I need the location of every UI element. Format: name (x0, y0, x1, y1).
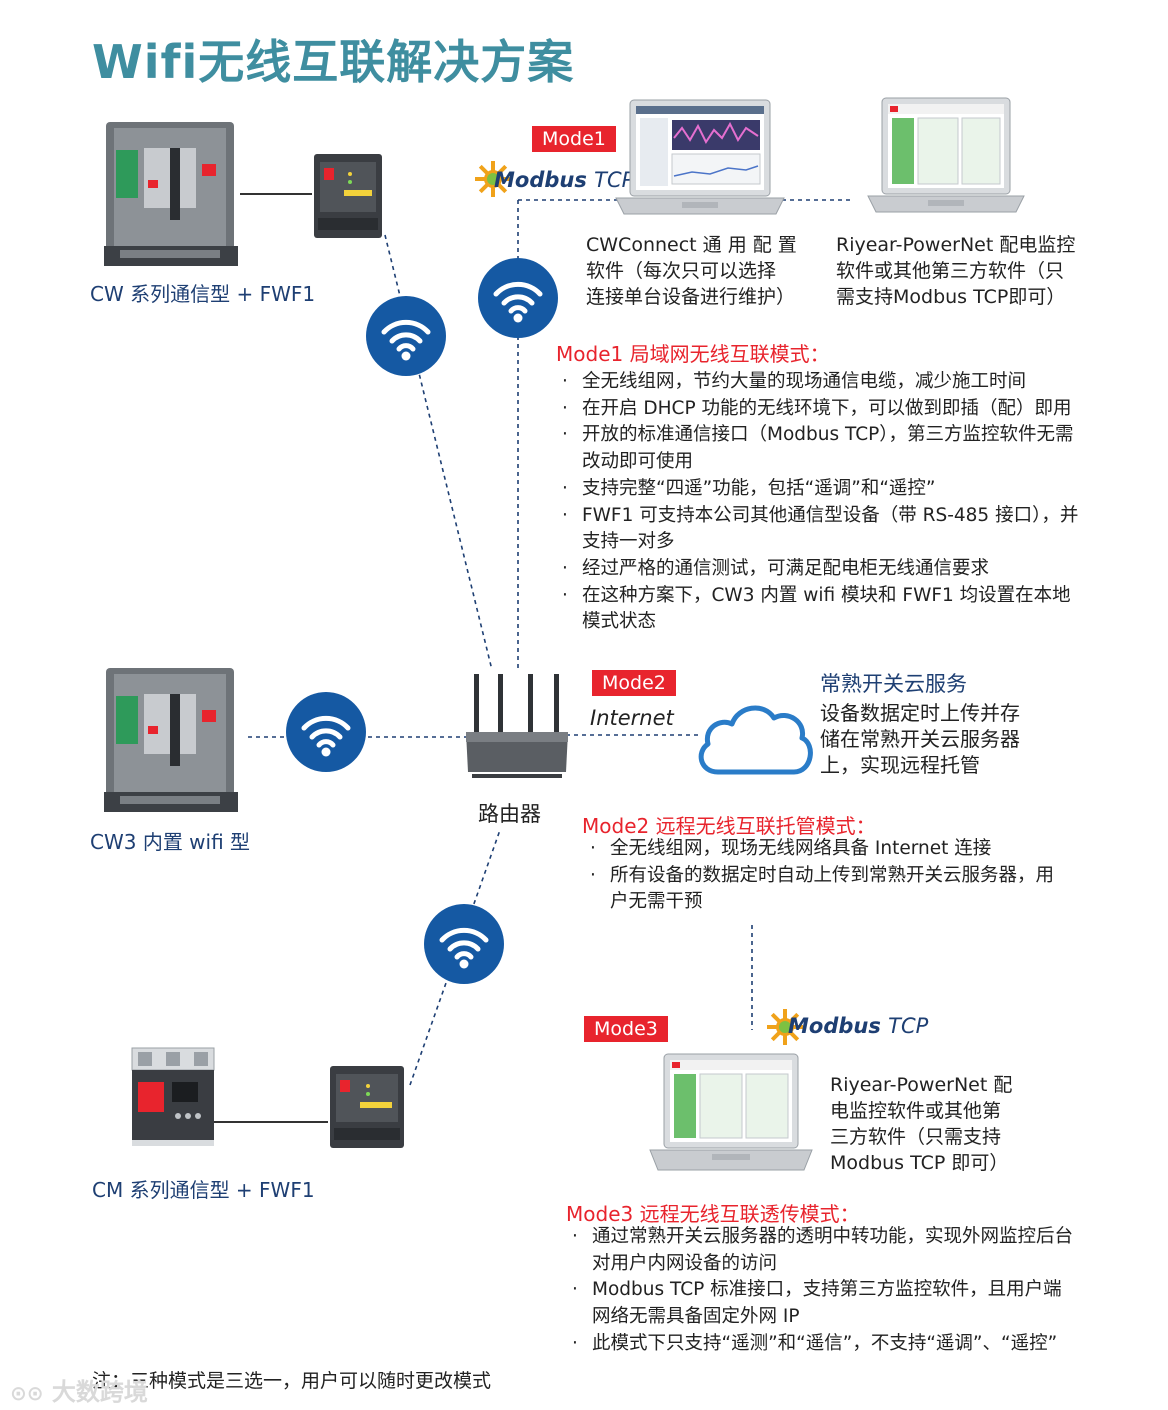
cw-breaker-image (104, 122, 238, 266)
modbus-brand: Modbus (788, 1014, 881, 1038)
mode1-heading: Mode1 局域网无线互联模式： (556, 342, 830, 366)
wifi-icon (424, 904, 504, 984)
router-image (466, 674, 568, 778)
list-item: 在这种方案下，CW3 内置 wifi 模块和 FWF1 均设置在本地模式状态 (556, 583, 1086, 636)
modbus-brand: Modbus (494, 168, 587, 192)
modbus-suffix: TCP (888, 1014, 929, 1038)
list-item: Modbus TCP 标准接口，支持第三方监控软件，且用户端网络无需具备固定外网… (566, 1277, 1074, 1330)
wifi-icon (366, 296, 446, 376)
cloud-description: 设备数据定时上传并存 储在常熟开关云服务器 上，实现远程托管 (820, 700, 1020, 778)
cm-breaker-image (131, 1047, 215, 1146)
text-line: CWConnect 通 用 配 置 (586, 234, 797, 256)
text-line: 需支持Modbus TCP即可） (836, 286, 1066, 308)
cloud-title: 常熟开关云服务 (820, 672, 967, 696)
list-item: 在开启 DHCP 功能的无线环境下，可以做到即插（配）即用 (556, 396, 1086, 423)
router-label: 路由器 (478, 802, 541, 826)
text-line: 连接单台设备进行维护） (586, 286, 796, 308)
text-line: Riyear-PowerNet 配 (830, 1074, 1013, 1096)
list-item: 所有设备的数据定时自动上传到常熟开关云服务器，用户无需干预 (584, 863, 1058, 916)
modbus-logo-icon (766, 1008, 804, 1046)
laptop-cwconnect (615, 99, 785, 215)
list-item: 开放的标准通信接口（Modbus TCP），第三方监控软件无需改动即可使用 (556, 422, 1086, 475)
mode1-bullets: 全无线组网，节约大量的现场通信电缆，减少施工时间 在开启 DHCP 功能的无线环… (556, 369, 1086, 636)
mode2-badge: Mode2 (592, 670, 676, 696)
list-item: FWF1 可支持本公司其他通信型设备（带 RS-485 接口），并支持一对多 (556, 503, 1086, 556)
text-line: Riyear-PowerNet 配电监控 (836, 234, 1076, 256)
fwf1-module-bottom (330, 1066, 404, 1148)
laptop-powernet-mode3 (649, 1053, 813, 1171)
list-item: 全无线组网，现场无线网络具备 Internet 连接 (584, 836, 1058, 863)
watermark: ⊙⊙ 大数跨境 (10, 1372, 148, 1407)
internet-label: Internet (590, 706, 674, 730)
mode2-heading: Mode2 远程无线互联托管模式： (582, 814, 876, 838)
watermark-text: 大数跨境 (51, 1378, 148, 1406)
text-line: 储在常熟开关云服务器 (820, 727, 1020, 751)
text-line: 三方软件（只需支持 (830, 1126, 1002, 1148)
page-title: Wifi无线互联解决方案 (92, 35, 575, 89)
cloud-icon (698, 705, 813, 775)
link-cm-router (409, 829, 501, 1086)
list-item: 全无线组网，节约大量的现场通信电缆，减少施工时间 (556, 369, 1086, 396)
mode1-badge: Mode1 (532, 126, 616, 152)
wifi-icon (286, 692, 366, 772)
text-line: Modbus TCP 即可） (830, 1152, 1009, 1174)
mode1-software-right: Riyear-PowerNet 配电监控 软件或其他第三方软件（只 需支持Mod… (836, 232, 1075, 310)
cw3-breaker-image (104, 668, 238, 812)
text-line: 电监控软件或其他第 (830, 1100, 1002, 1122)
cw3-device-label: CW3 内置 wifi 型 (90, 830, 251, 854)
modbus-suffix: TCP (594, 168, 635, 192)
mode3-bullets: 通过常熟开关云服务器的透明中转功能，实现外网监控后台对用户内网设备的访问 Mod… (566, 1224, 1074, 1358)
modbus-logo-icon (474, 160, 512, 198)
list-item: 经过严格的通信测试，可满足配电柜无线通信要求 (556, 556, 1086, 583)
mode3-badge: Mode3 (584, 1016, 668, 1042)
mode3-modbus-label: Modbus TCP (788, 1014, 928, 1038)
list-item: 此模式下只支持“遥测”和“遥信”，不支持“遥调”、“遥控” (566, 1331, 1074, 1358)
mode2-bullets: 全无线组网，现场无线网络具备 Internet 连接 所有设备的数据定时自动上传… (584, 836, 1058, 916)
wifi-icon (478, 258, 558, 338)
text-line: 软件（每次只可以选择 (586, 260, 777, 282)
mode3-software: Riyear-PowerNet 配 电监控软件或其他第 三方软件（只需支持 Mo… (830, 1072, 1012, 1176)
footer-note: 注：三种模式是三选一，用户可以随时更改模式 (92, 1370, 492, 1392)
mode3-heading: Mode3 远程无线互联透传模式： (566, 1202, 860, 1226)
laptop-powernet (867, 97, 1025, 213)
mode1-software-left: CWConnect 通 用 配 置 软件（每次只可以选择 连接单台设备进行维护） (586, 232, 797, 310)
fwf1-module-top (314, 154, 382, 238)
list-item: 支持完整“四遥”功能，包括“遥调”和“遥控” (556, 476, 1086, 503)
list-item: 通过常熟开关云服务器的透明中转功能，实现外网监控后台对用户内网设备的访问 (566, 1224, 1074, 1277)
cm-device-label: CM 系列通信型 + FWF1 (92, 1178, 315, 1202)
text-line: 设备数据定时上传并存 (820, 701, 1020, 725)
mode1-modbus-label: Modbus TCP (494, 168, 634, 192)
text-line: 软件或其他第三方软件（只 (836, 260, 1065, 282)
cw-device-label: CW 系列通信型 + FWF1 (90, 282, 316, 306)
text-line: 上，实现远程托管 (820, 753, 980, 777)
watermark-logo-icon: ⊙⊙ (10, 1381, 44, 1405)
